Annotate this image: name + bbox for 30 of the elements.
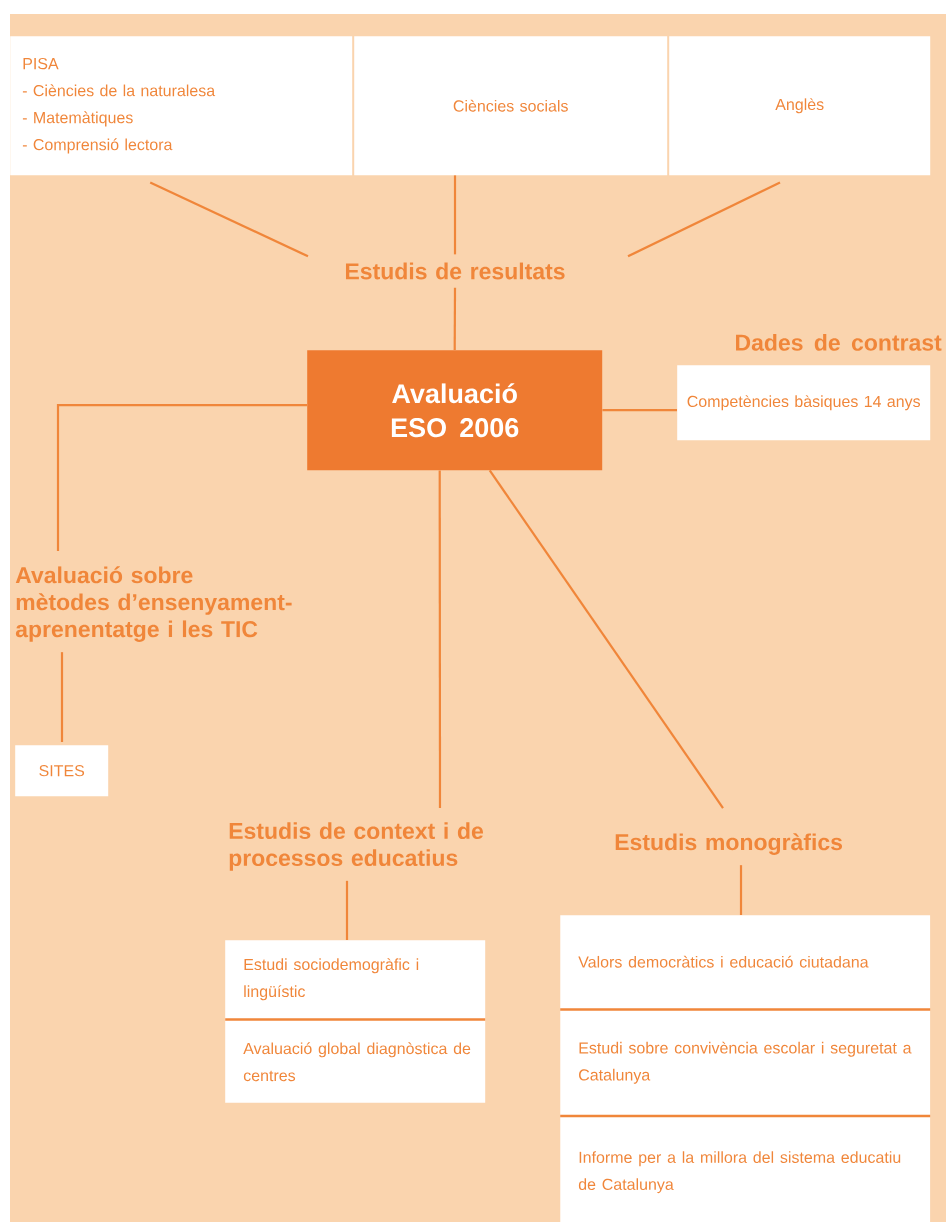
connector-line xyxy=(453,287,457,350)
connector-line xyxy=(739,865,743,915)
connector-line xyxy=(438,470,442,808)
heading-text: Estudis de context i de processos educatius xyxy=(229,822,484,871)
topic-box: Competències bàsiques 14 anys xyxy=(677,365,931,441)
connector-line xyxy=(453,175,457,255)
node-label: - Comprensió lectora xyxy=(22,138,173,154)
topic-box: PISA - Ciències de la naturalesa - Matemàtiques - Comprensió lectora xyxy=(10,36,353,176)
connector-line xyxy=(345,880,349,940)
central-box: Avaluació ESO 2006 xyxy=(307,350,603,471)
connector-line xyxy=(488,469,724,809)
node-label: PISA xyxy=(23,57,59,70)
topic-list-box: Estudi sociodemogràfic i lingüístic Avaluació global diagnòstica de centres xyxy=(225,940,486,1103)
node-label: - Matemàtiques xyxy=(22,111,133,127)
connector-line xyxy=(56,404,307,551)
heading-text: Avaluació sobre mètodes d’ensenyament-aprenentatge i les TIC xyxy=(15,566,292,642)
connector-line xyxy=(627,181,781,258)
topic-box: Anglès xyxy=(669,36,931,176)
node-label: Anglès xyxy=(775,98,824,114)
topic-box: Ciències socials xyxy=(354,36,668,176)
node-label: Ciències socials xyxy=(453,99,568,112)
connector-line xyxy=(602,409,677,412)
connector-line xyxy=(60,652,64,742)
heading-text: Dades de contrast xyxy=(736,333,942,351)
connector-line xyxy=(149,181,309,258)
topic-box: SITES xyxy=(15,745,109,797)
heading-text: Estudis monogràfics xyxy=(615,833,843,855)
heading-text: Estudis de resultats xyxy=(346,262,565,280)
node-label: - Ciències de la naturalesa xyxy=(22,84,216,97)
topic-list-box: Valors democràtics i educació ciutadana Estudi sobre convivència escolar i seguretat a Catalunya Informe per a la millora del sistema educatiu de Catalunya xyxy=(560,915,931,1222)
